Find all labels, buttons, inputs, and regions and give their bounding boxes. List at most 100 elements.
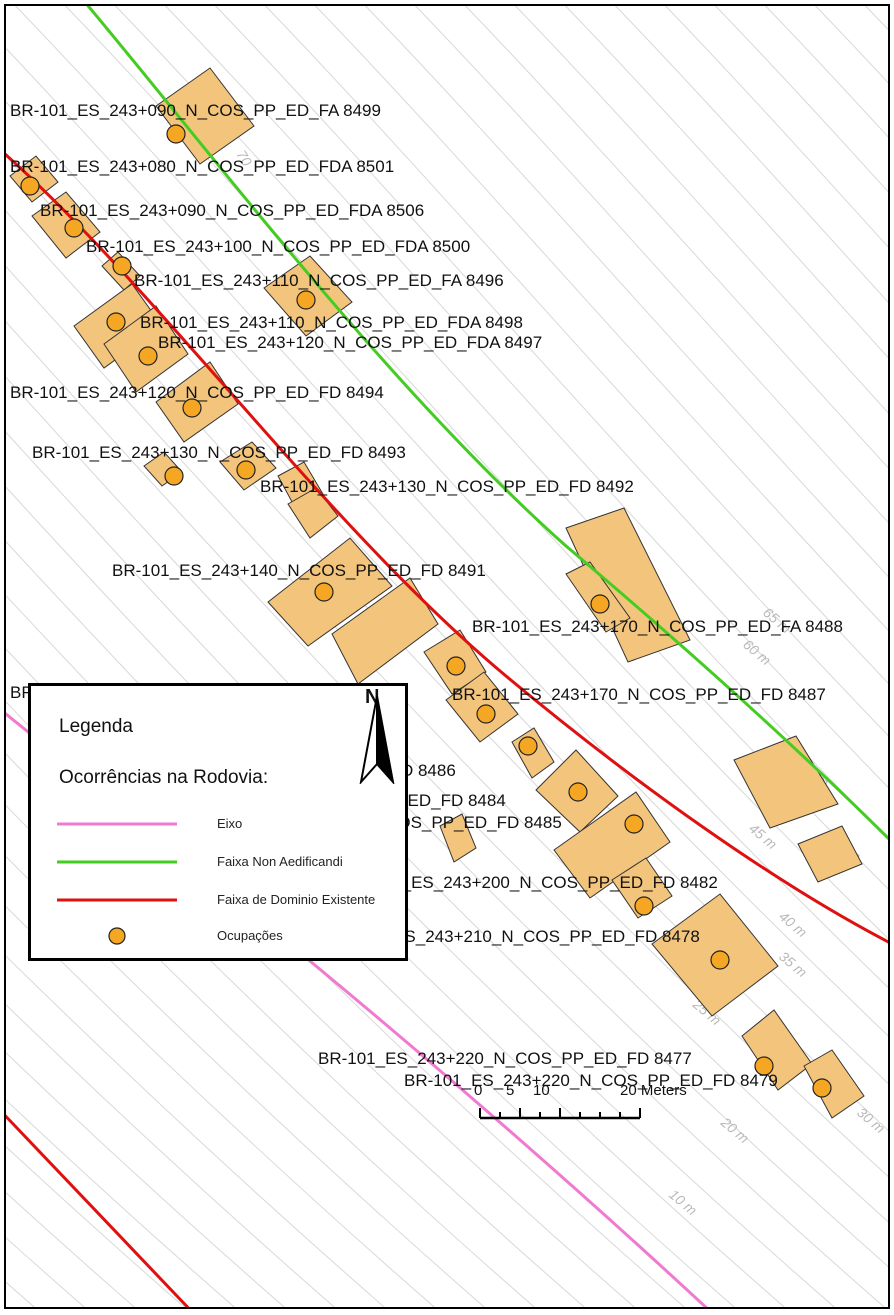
occurrence-label: BR-101_ES_243+200_N_COS_PP_ED_FD 8482 [344, 873, 718, 892]
contour-line [6, 486, 835, 1307]
contour-line [6, 855, 485, 1307]
contour-line [214, 6, 888, 737]
scale-label-5: 5 [506, 1082, 515, 1099]
contour-line [664, 6, 888, 248]
occurrence-label: BR-101_ES_243+140_N_COS_PP_ED_FD 8491 [112, 561, 486, 580]
building-footprint [611, 857, 673, 919]
occupation-point[interactable] [446, 656, 466, 676]
faixa-dominio-line [6, 152, 888, 944]
occupation-point[interactable] [112, 256, 132, 276]
legend-item-faixa-non-aedificandi: Faixa Non Aedificandi [57, 852, 397, 872]
contour-line [464, 6, 888, 469]
pink-line-icon [57, 822, 177, 826]
contour-label: 20 m [717, 1113, 752, 1146]
contour-line [6, 648, 685, 1307]
buildings-layer [9, 67, 865, 1119]
occupation-point[interactable] [166, 124, 186, 144]
building-footprint [439, 813, 477, 863]
building-footprint [803, 1049, 865, 1119]
occurrence-label: BR-101_ES_243+120_N_COS_PP_ED_FDA 8497 [158, 333, 542, 352]
legend-subtitle: Ocorrências na Rodovia: [59, 767, 269, 788]
contour-line [814, 6, 888, 84]
building-footprint [155, 67, 255, 165]
contour-line [164, 6, 888, 788]
occurrence-label: BR-101_ES_243+130_N_COS_PP_ED_FD 8493 [32, 443, 406, 462]
green-line-icon [57, 860, 177, 864]
occupation-point[interactable] [476, 704, 496, 724]
occupation-point[interactable] [314, 582, 334, 602]
occurrence-label: BR-101_ES_243+130_N_COS_PP_ED_FD 8492 [260, 477, 634, 496]
occurrence-label: BR-101_ES_243+220_N_COS_PP_ED_FD 8479 [404, 1071, 778, 1090]
contour-line [564, 6, 888, 359]
legend-label: Ocupações [217, 928, 283, 943]
legend-label: Faixa Non Aedificandi [217, 854, 343, 869]
occupation-point[interactable] [812, 1078, 832, 1098]
occupation-point[interactable] [590, 594, 610, 614]
contour-line [6, 594, 735, 1307]
contour-line [14, 6, 888, 940]
scale-bar: 0 5 10 20 Meters [470, 1082, 690, 1132]
contour-line [414, 6, 888, 523]
occupation-point[interactable] [296, 290, 316, 310]
contour-label: 40 m [776, 908, 810, 940]
occurrence-label: BR-101_ES_243+090_N_COS_PP_ED_FA 8499 [10, 101, 381, 120]
contour-line [6, 431, 885, 1307]
contour-line [6, 1004, 335, 1307]
contour-line [6, 47, 888, 989]
occupation-point[interactable] [182, 398, 202, 418]
legend-title: Legenda [59, 716, 133, 737]
orange-circle-icon [108, 927, 126, 945]
scale-label-20: 20 Meters [620, 1082, 687, 1099]
contour-line [314, 6, 888, 631]
occurrence-label: BR-101_ES_243+090_N_COS_PP_ED_FDA 8506 [40, 201, 424, 220]
contour-line [6, 540, 785, 1307]
contour-line [6, 1052, 285, 1307]
legend-box: Legenda Ocorrências na Rodovia: Eixo Fai… [28, 683, 408, 961]
scale-label-10: 10 [533, 1082, 550, 1099]
occupation-point[interactable] [710, 950, 730, 970]
contour-label: 30 m [854, 1104, 888, 1136]
building-footprint [331, 577, 439, 685]
occurrence-label: BR-101_ES_243+110_N_COS_PP_ED_FA 8496 [134, 271, 504, 290]
building-footprint [733, 735, 839, 829]
occurrence-label: BR-101_ES_243+110_N_COS_PP_ED_FDA 8498 [140, 313, 523, 332]
occupation-point[interactable] [106, 312, 126, 332]
faixa-dominio-line-lower [6, 1114, 190, 1307]
occurrence-label: BR-101_ES_243+210_N_COS_PP_ED_FD 8478 [326, 927, 700, 946]
legend-label: Faixa de Dominio Existente [217, 892, 376, 907]
scale-bar-graphic [479, 1108, 641, 1120]
occupation-point[interactable] [164, 466, 184, 486]
contour-line [6, 101, 888, 1037]
contour-line [6, 701, 635, 1307]
scale-label-0: 0 [474, 1082, 483, 1099]
contour-label: 35 m [776, 948, 810, 980]
contour-line [514, 6, 888, 414]
contour-line [6, 753, 585, 1307]
contour-line [6, 804, 535, 1307]
legend-item-faixa-dominio: Faixa de Dominio Existente [57, 890, 397, 910]
occurrence-label: BR-101_ES_243+080_N_COS_PP_ED_FDA 8501 [10, 157, 394, 176]
occupation-point[interactable] [754, 1056, 774, 1076]
occupation-point[interactable] [236, 460, 256, 480]
occupation-point[interactable] [138, 346, 158, 366]
legend-label: Eixo [217, 816, 243, 831]
occupation-point[interactable] [634, 896, 654, 916]
occurrence-label: BR-101_ES_243+220_N_COS_PP_ED_FD 8477 [318, 1049, 692, 1068]
contour-lines [6, 6, 888, 1307]
occurrence-label: BR-101_ES_243+120_N_COS_PP_ED_FD 8494 [10, 383, 384, 402]
occupation-point[interactable] [64, 218, 84, 238]
occupation-point[interactable] [518, 736, 538, 756]
contour-label: 70 [233, 147, 255, 169]
legend-item-eixo: Eixo [57, 814, 397, 834]
occupation-point[interactable] [568, 782, 588, 802]
contour-line [6, 376, 888, 1268]
contour-line [714, 6, 888, 193]
occupation-point[interactable] [20, 176, 40, 196]
north-arrow-icon [359, 695, 395, 784]
occupation-point[interactable] [624, 814, 644, 834]
occurrence-label: BR-101_ES_243+170_N_COS_PP_ED_FD 8487 [452, 685, 826, 704]
building-footprint [797, 825, 863, 883]
contour-line [6, 155, 888, 1085]
